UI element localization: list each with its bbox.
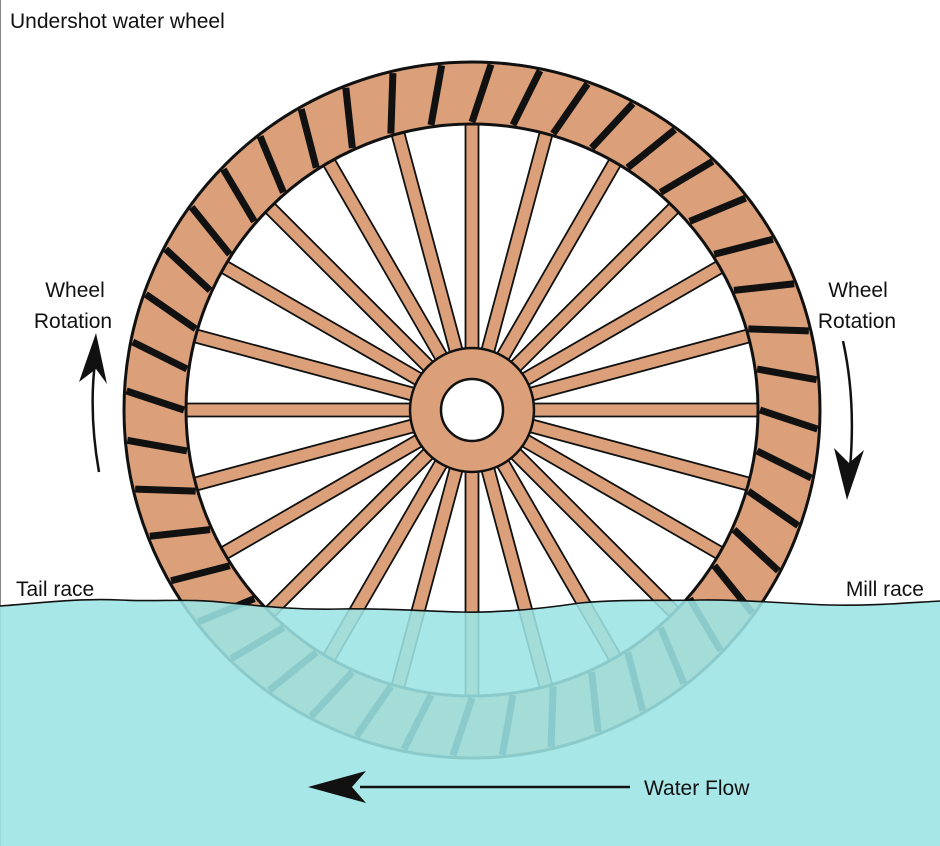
- wheel-spoke: [464, 117, 480, 353]
- wheel-paddle: [509, 69, 544, 127]
- wheel-spoke: [529, 402, 765, 418]
- wheel-paddle: [143, 291, 198, 332]
- left-rotation-label-line2: Rotation: [34, 310, 112, 333]
- wheel-paddle: [256, 135, 287, 194]
- wheel-paddle: [755, 447, 813, 482]
- water-flow-arrow-head: [308, 771, 366, 803]
- mill-race-label: Mill race: [846, 578, 924, 601]
- wheel-paddle: [746, 488, 801, 529]
- wheel-paddle: [758, 406, 819, 433]
- wheel-paddle: [731, 527, 781, 574]
- right-rotation-label-line2: Rotation: [818, 310, 896, 333]
- wheel-spoke: [259, 445, 437, 623]
- wheel-paddle: [131, 338, 189, 373]
- wheel-paddle: [297, 108, 320, 169]
- tail-race-label: Tail race: [16, 578, 94, 601]
- diagram-title: Undershot water wheel: [10, 10, 225, 33]
- wheel-spoke: [507, 445, 685, 623]
- wheel-paddle: [163, 246, 213, 293]
- wheel-paddle: [589, 101, 636, 151]
- wheel-paddle: [468, 63, 495, 124]
- wheel-paddle: [550, 81, 591, 136]
- wheel-paddle: [125, 387, 186, 414]
- left-arrow-head: [79, 333, 107, 384]
- water-surface-line: [0, 598, 940, 613]
- wheel-paddle: [135, 485, 196, 495]
- wheel-paddle: [427, 64, 446, 126]
- axle-hole: [439, 377, 505, 443]
- wheel-paddle: [733, 280, 795, 294]
- left-rotation-label-line1: Wheel: [45, 279, 105, 302]
- right-arrow-head: [834, 448, 864, 500]
- left-rotation-arrow: [79, 333, 107, 473]
- wheel-spoke: [179, 402, 415, 418]
- wheel-paddle: [220, 167, 258, 224]
- wheel-paddle: [188, 205, 233, 257]
- wheel-paddle: [713, 235, 774, 258]
- water-body: [0, 599, 940, 846]
- wheel-spoke: [259, 197, 437, 375]
- wheel-paddle: [625, 126, 677, 171]
- wheel-spoke: [507, 197, 685, 375]
- right-rotation-arrow: [834, 340, 864, 500]
- wheel-paddle: [748, 325, 809, 335]
- wheel-paddle: [688, 194, 747, 225]
- right-rotation-label-line1: Wheel: [828, 279, 888, 302]
- wheel-paddle: [170, 562, 231, 585]
- wheel-hub: [408, 346, 536, 474]
- wheel-paddle: [126, 436, 188, 455]
- water-flow-label: Water Flow: [644, 777, 750, 800]
- water-flow-arrow: [308, 771, 630, 803]
- wheel-paddle: [658, 158, 715, 196]
- wheel-paddle: [342, 87, 356, 149]
- wheel-paddle: [149, 526, 211, 540]
- wheel-paddle: [387, 73, 397, 134]
- wheel-paddle: [756, 365, 818, 384]
